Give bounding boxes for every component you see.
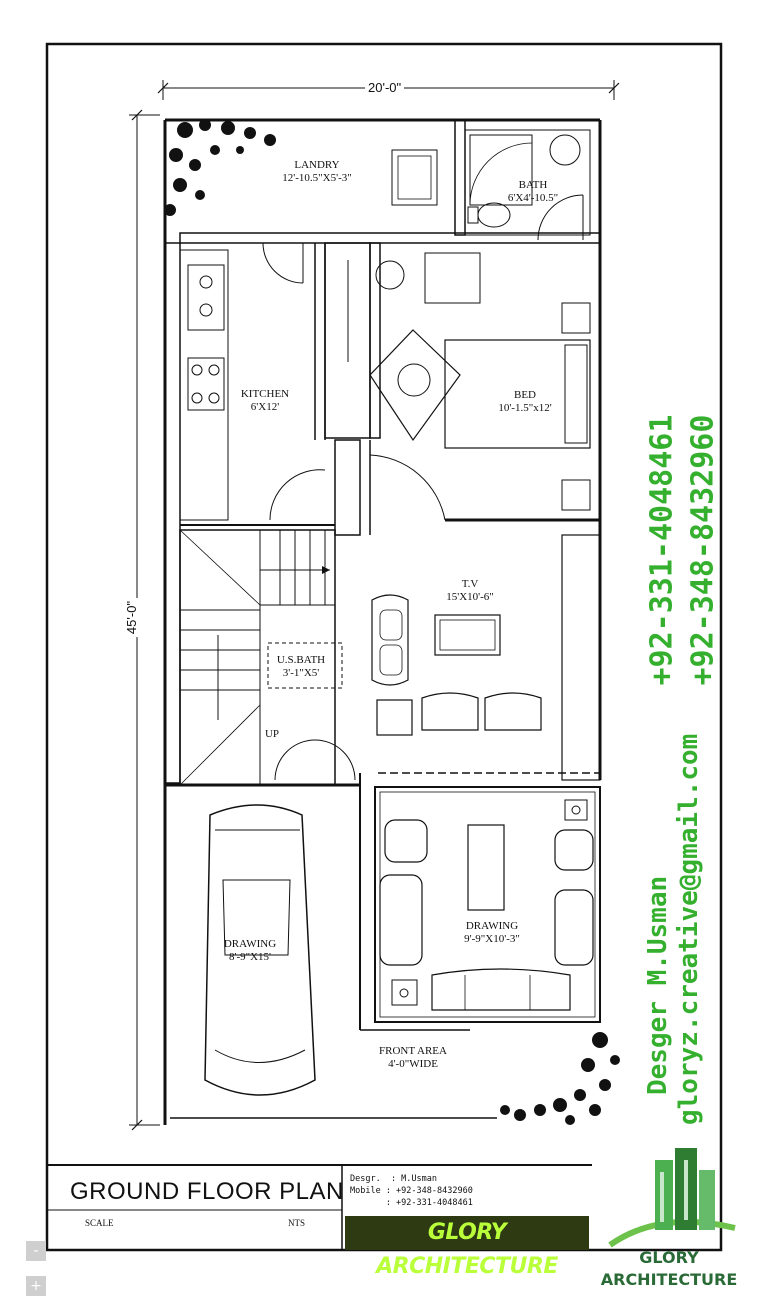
- room-garage-name: DRAWING: [223, 938, 277, 950]
- room-garage: DRAWING 8'-9"X15': [205, 938, 295, 964]
- scale-value: NTS: [288, 1218, 306, 1228]
- room-us-bath-size: 3'-1"X5': [282, 667, 320, 679]
- room-bed: BED 10'-1.5"x12': [480, 389, 570, 415]
- phone-number-1: +92-331-4048461: [644, 414, 680, 686]
- sheet-border: [45, 42, 723, 1252]
- room-bed-name: BED: [514, 389, 536, 401]
- logo-text-line1: GLORY: [639, 1248, 699, 1267]
- email-vertical: gloryz.creative@gmail.com: [674, 733, 704, 1125]
- stair-up-label: UP: [264, 728, 280, 740]
- zoom-in-button[interactable]: +: [26, 1276, 46, 1296]
- drawing-title: GROUND FLOOR PLAN: [70, 1178, 344, 1205]
- room-garage-size: 8'-9"X15': [228, 951, 272, 963]
- room-kitchen-size: 6'X12': [250, 401, 280, 413]
- zoom-out-button[interactable]: -: [26, 1241, 46, 1261]
- room-us-bath-name: U.S.BATH: [276, 654, 326, 666]
- room-laundry-name: LANDRY: [294, 159, 340, 171]
- length-dimension-label: 45'-0": [124, 597, 140, 638]
- mobile-info-2: : +92-331-4048461: [350, 1198, 473, 1208]
- room-bath: BATH 6'X4'-10.5": [493, 179, 573, 205]
- room-tv-name: T.V: [461, 578, 479, 590]
- room-bath-size: 6'X4'-10.5": [507, 192, 559, 204]
- room-bed-size: 10'-1.5"x12': [498, 402, 552, 414]
- room-tv-size: 15'X10'-6": [446, 591, 494, 603]
- room-drawing-name: DRAWING: [465, 920, 519, 932]
- designer-name-vertical: Desger M.Usman: [643, 875, 673, 1095]
- designer-info: Desgr. : M.Usman: [350, 1174, 437, 1184]
- width-dimension-label: 20'-0": [365, 80, 405, 95]
- room-kitchen-name: KITCHEN: [240, 388, 290, 400]
- room-laundry-size: 12'-10.5"X5'-3": [282, 172, 352, 184]
- room-us-bath: U.S.BATH 3'-1"X5': [266, 654, 336, 680]
- room-tv: T.V 15'X10'-6": [425, 578, 515, 604]
- plant-top-left: [164, 119, 276, 216]
- plant-bottom-right: [500, 1032, 620, 1125]
- room-laundry: LANDRY 12'-10.5"X5'-3": [262, 159, 372, 185]
- brand-banner: GLORY ARCHITECTURE: [345, 1216, 589, 1279]
- front-area-name: FRONT AREA: [379, 1045, 447, 1057]
- scale-label: SCALE: [85, 1218, 114, 1228]
- room-drawing-size: 9'-9"X10'-3": [464, 933, 520, 945]
- front-area: FRONT AREA 4'-0"WIDE: [368, 1045, 458, 1071]
- phone-number-2: +92-348-8432960: [685, 414, 721, 686]
- logo-building-icon: [608, 1148, 736, 1248]
- mobile-info-1: Mobile : +92-348-8432960: [350, 1186, 473, 1196]
- room-drawing: DRAWING 9'-9"X10'-3": [447, 920, 537, 946]
- room-kitchen: KITCHEN 6'X12': [225, 388, 305, 414]
- logo-text-line2: ARCHITECTURE: [600, 1270, 738, 1289]
- front-area-size: 4'-0"WIDE: [388, 1058, 438, 1070]
- room-bath-name: BATH: [518, 179, 548, 191]
